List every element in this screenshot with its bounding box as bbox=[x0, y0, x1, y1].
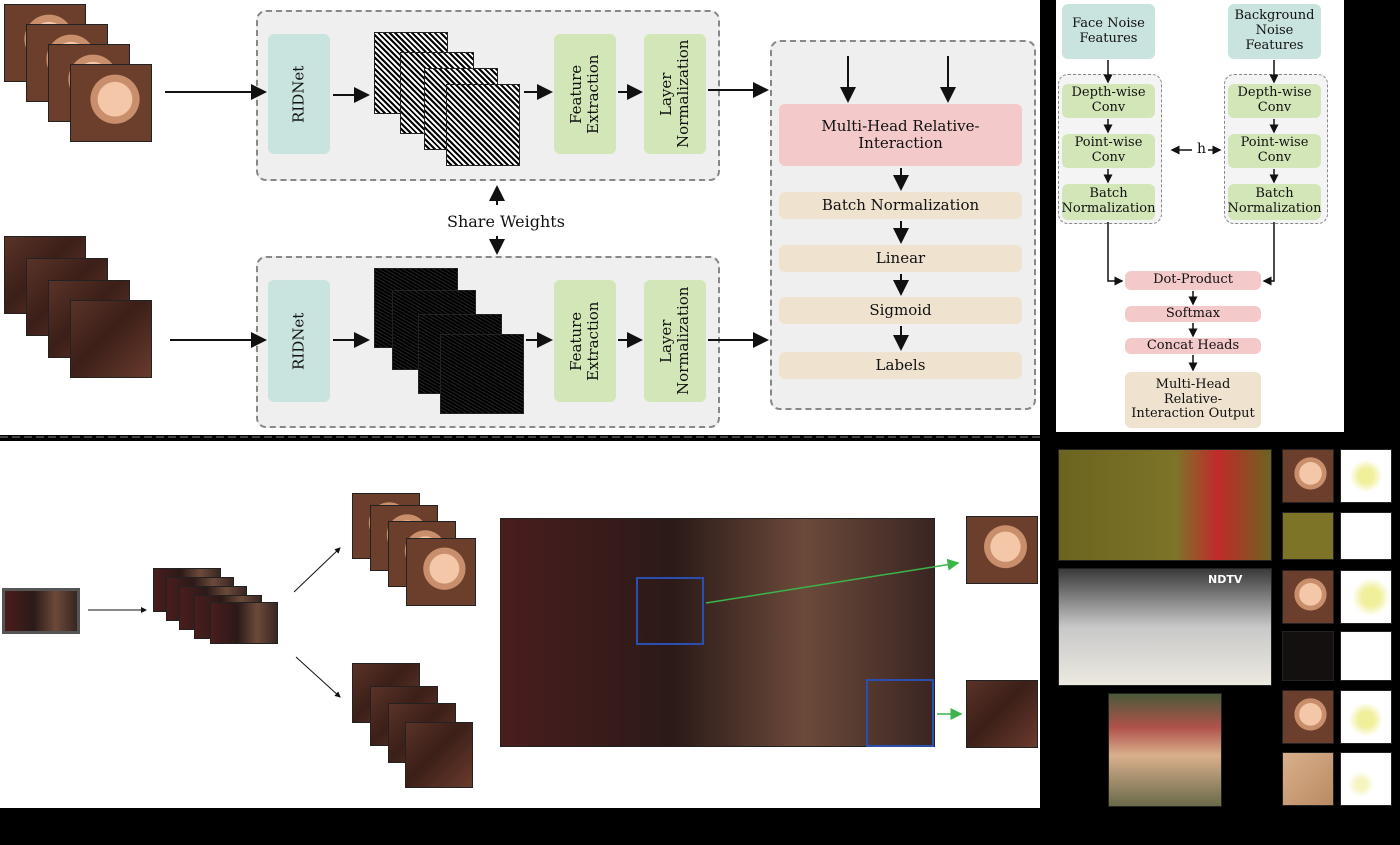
example-heatmap-bg-1 bbox=[1340, 512, 1392, 560]
extracted-frame-5 bbox=[210, 602, 278, 644]
example-crop-face-2 bbox=[1282, 570, 1334, 624]
attention-output-box: Multi-Head Relative-Interaction Output bbox=[1125, 372, 1261, 428]
head-count-label: h bbox=[1197, 141, 1207, 157]
share-weights-label: Share Weights bbox=[447, 212, 565, 231]
multi-head-box: Multi-Head Relative-Interaction bbox=[779, 104, 1022, 166]
bg-frame-4 bbox=[70, 300, 152, 378]
concat-heads-box: Concat Heads bbox=[1125, 338, 1261, 354]
crop-bg-4 bbox=[405, 722, 473, 788]
arrow-frames-faces bbox=[293, 547, 341, 593]
crop-face-4 bbox=[406, 538, 476, 606]
sigmoid-box: Sigmoid bbox=[779, 297, 1022, 324]
arrow-face-box-crop bbox=[705, 558, 960, 604]
example-heatmap-3 bbox=[1340, 690, 1392, 744]
example-heatmap-1 bbox=[1340, 449, 1392, 503]
example-crop-face-3 bbox=[1282, 690, 1334, 744]
dot-product-box: Dot-Product bbox=[1125, 271, 1261, 290]
example-crop-face-1 bbox=[1282, 449, 1334, 503]
background-bounding-box bbox=[866, 679, 934, 747]
output-face-crop bbox=[966, 516, 1038, 584]
top-noise-map-4 bbox=[446, 84, 520, 166]
arrow-left-to-dot bbox=[1107, 222, 1124, 286]
softmax-box: Softmax bbox=[1125, 306, 1261, 322]
example-crop-bg-3 bbox=[1282, 752, 1334, 806]
arrow-right-to-dot bbox=[1262, 222, 1275, 286]
source-frame bbox=[500, 518, 935, 747]
face-bounding-box bbox=[636, 577, 704, 645]
example-heatmap-bg-2 bbox=[1340, 631, 1392, 681]
right-depthwise-box: Depth-wise Conv bbox=[1228, 84, 1321, 118]
bottom-noise-map-4 bbox=[440, 334, 524, 414]
batch-norm-box: Batch Normalization bbox=[779, 192, 1022, 219]
ndtv-logo: NDTV bbox=[1208, 573, 1243, 586]
video-film-icon bbox=[2, 588, 80, 634]
right-pointwise-box: Point-wise Conv bbox=[1228, 134, 1321, 168]
example-crop-bg-1 bbox=[1282, 512, 1334, 560]
right-batchnorm-box: Batch Normalization bbox=[1228, 184, 1322, 220]
example-man-hat bbox=[1108, 693, 1222, 807]
left-depthwise-box: Depth-wise Conv bbox=[1062, 84, 1155, 118]
output-bg-crop bbox=[966, 680, 1038, 748]
example-ndtv bbox=[1058, 568, 1272, 686]
linear-box: Linear bbox=[779, 245, 1022, 272]
arrow-frames-bgs bbox=[295, 656, 341, 698]
face-frame-4 bbox=[70, 64, 152, 142]
example-crop-bg-2 bbox=[1282, 631, 1334, 681]
example-woman-red bbox=[1058, 449, 1272, 561]
labels-box: Labels bbox=[779, 352, 1022, 379]
face-noise-features-box: Face Noise Features bbox=[1062, 4, 1155, 59]
background-noise-features-box: Background Noise Features bbox=[1228, 4, 1321, 59]
left-pointwise-box: Point-wise Conv bbox=[1062, 134, 1155, 168]
example-heatmap-bg-3 bbox=[1340, 752, 1392, 806]
example-heatmap-2 bbox=[1340, 570, 1392, 624]
left-batchnorm-box: Batch Normalization bbox=[1062, 184, 1156, 220]
